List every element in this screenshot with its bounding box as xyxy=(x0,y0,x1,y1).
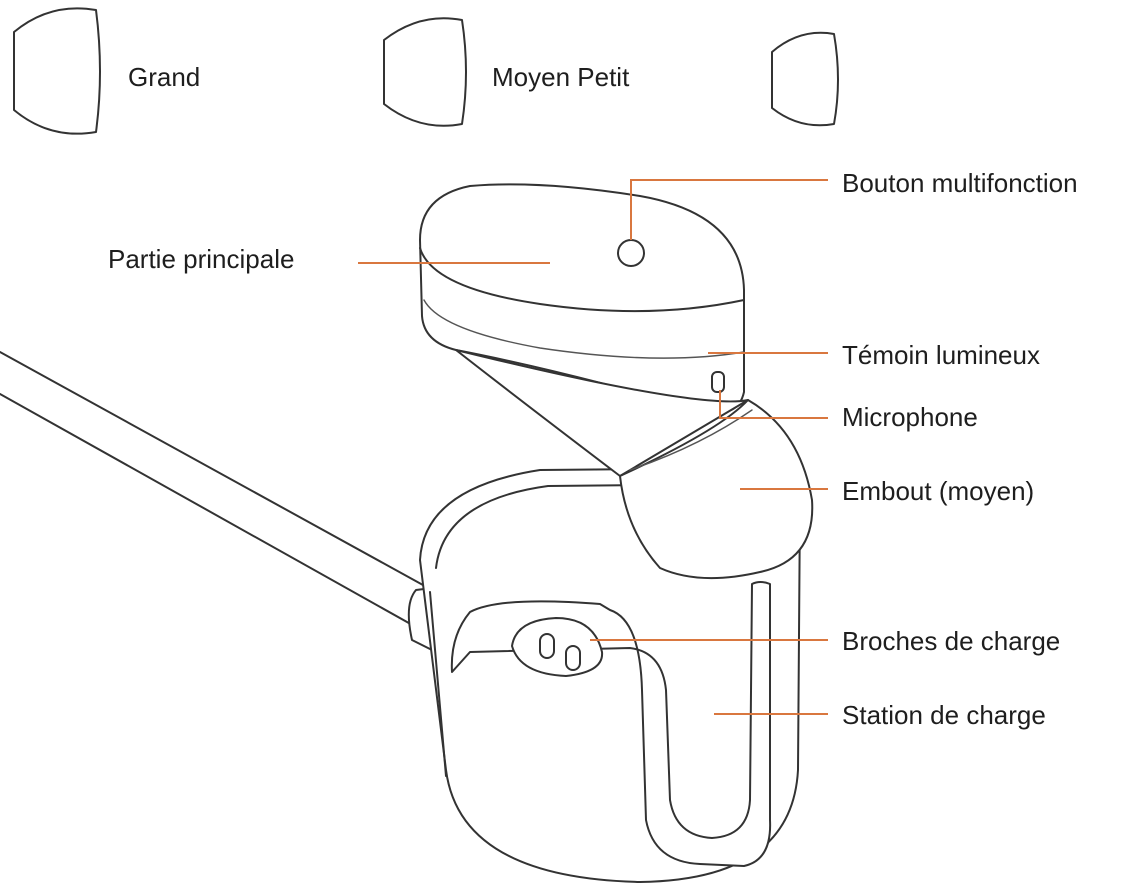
ear-tip-medium-shape xyxy=(383,17,467,127)
usb-cable xyxy=(0,351,433,651)
charging-pins-shape xyxy=(511,617,604,677)
charging-pins-label: Broches de charge xyxy=(842,626,1061,656)
ear-tip-large-shape xyxy=(13,7,101,135)
leader-micro xyxy=(719,390,828,419)
ear-tip-label: Embout (moyen) xyxy=(842,476,1035,506)
ear-tip-attached-shape xyxy=(455,349,814,580)
leader-lines xyxy=(358,179,828,715)
charging-station-label: Station de charge xyxy=(842,700,1046,730)
microphone-label: Microphone xyxy=(842,402,978,432)
ear-tip-large-label: Grand xyxy=(128,62,201,92)
main-body-label: Partie principale xyxy=(108,244,295,274)
ear-tip-small-shape xyxy=(771,31,839,127)
indicator-light-label: Témoin lumineux xyxy=(842,340,1040,370)
leader-bouton xyxy=(630,179,828,240)
multifunction-button-label: Bouton multifonction xyxy=(842,168,1078,198)
earbud-main-body-shape xyxy=(419,183,745,414)
ear-tip-medium-small-label: Moyen Petit xyxy=(492,62,630,92)
